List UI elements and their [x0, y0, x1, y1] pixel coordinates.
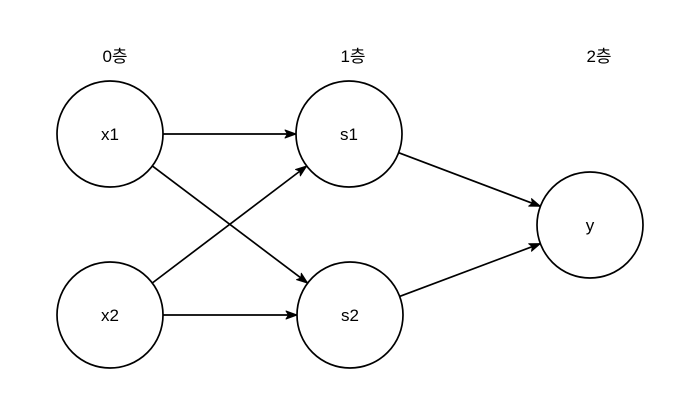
edges-group: [151, 129, 541, 320]
node-circle-y: [536, 171, 644, 279]
node-circle-s1: [295, 80, 403, 188]
node-label-s1: s1: [340, 125, 358, 144]
layer-label-2: 2층: [586, 47, 612, 66]
edge-s2-y: [399, 242, 541, 298]
node-label-s2: s2: [341, 306, 359, 325]
edge-s1-y: [398, 151, 541, 208]
node-label-x2: x2: [101, 306, 119, 325]
node-label-y: y: [586, 216, 595, 235]
node-circle-x2: [56, 261, 164, 369]
node-circle-x1: [56, 80, 164, 188]
node-label-x1: x1: [101, 125, 119, 144]
node-circle-s2: [296, 261, 404, 369]
nodes-group: x1 x2 s1 s2 y: [56, 80, 644, 369]
edge-x2-s1: [151, 165, 308, 284]
layer-label-1: 1층: [340, 47, 366, 66]
layer-label-0: 0층: [102, 47, 128, 66]
